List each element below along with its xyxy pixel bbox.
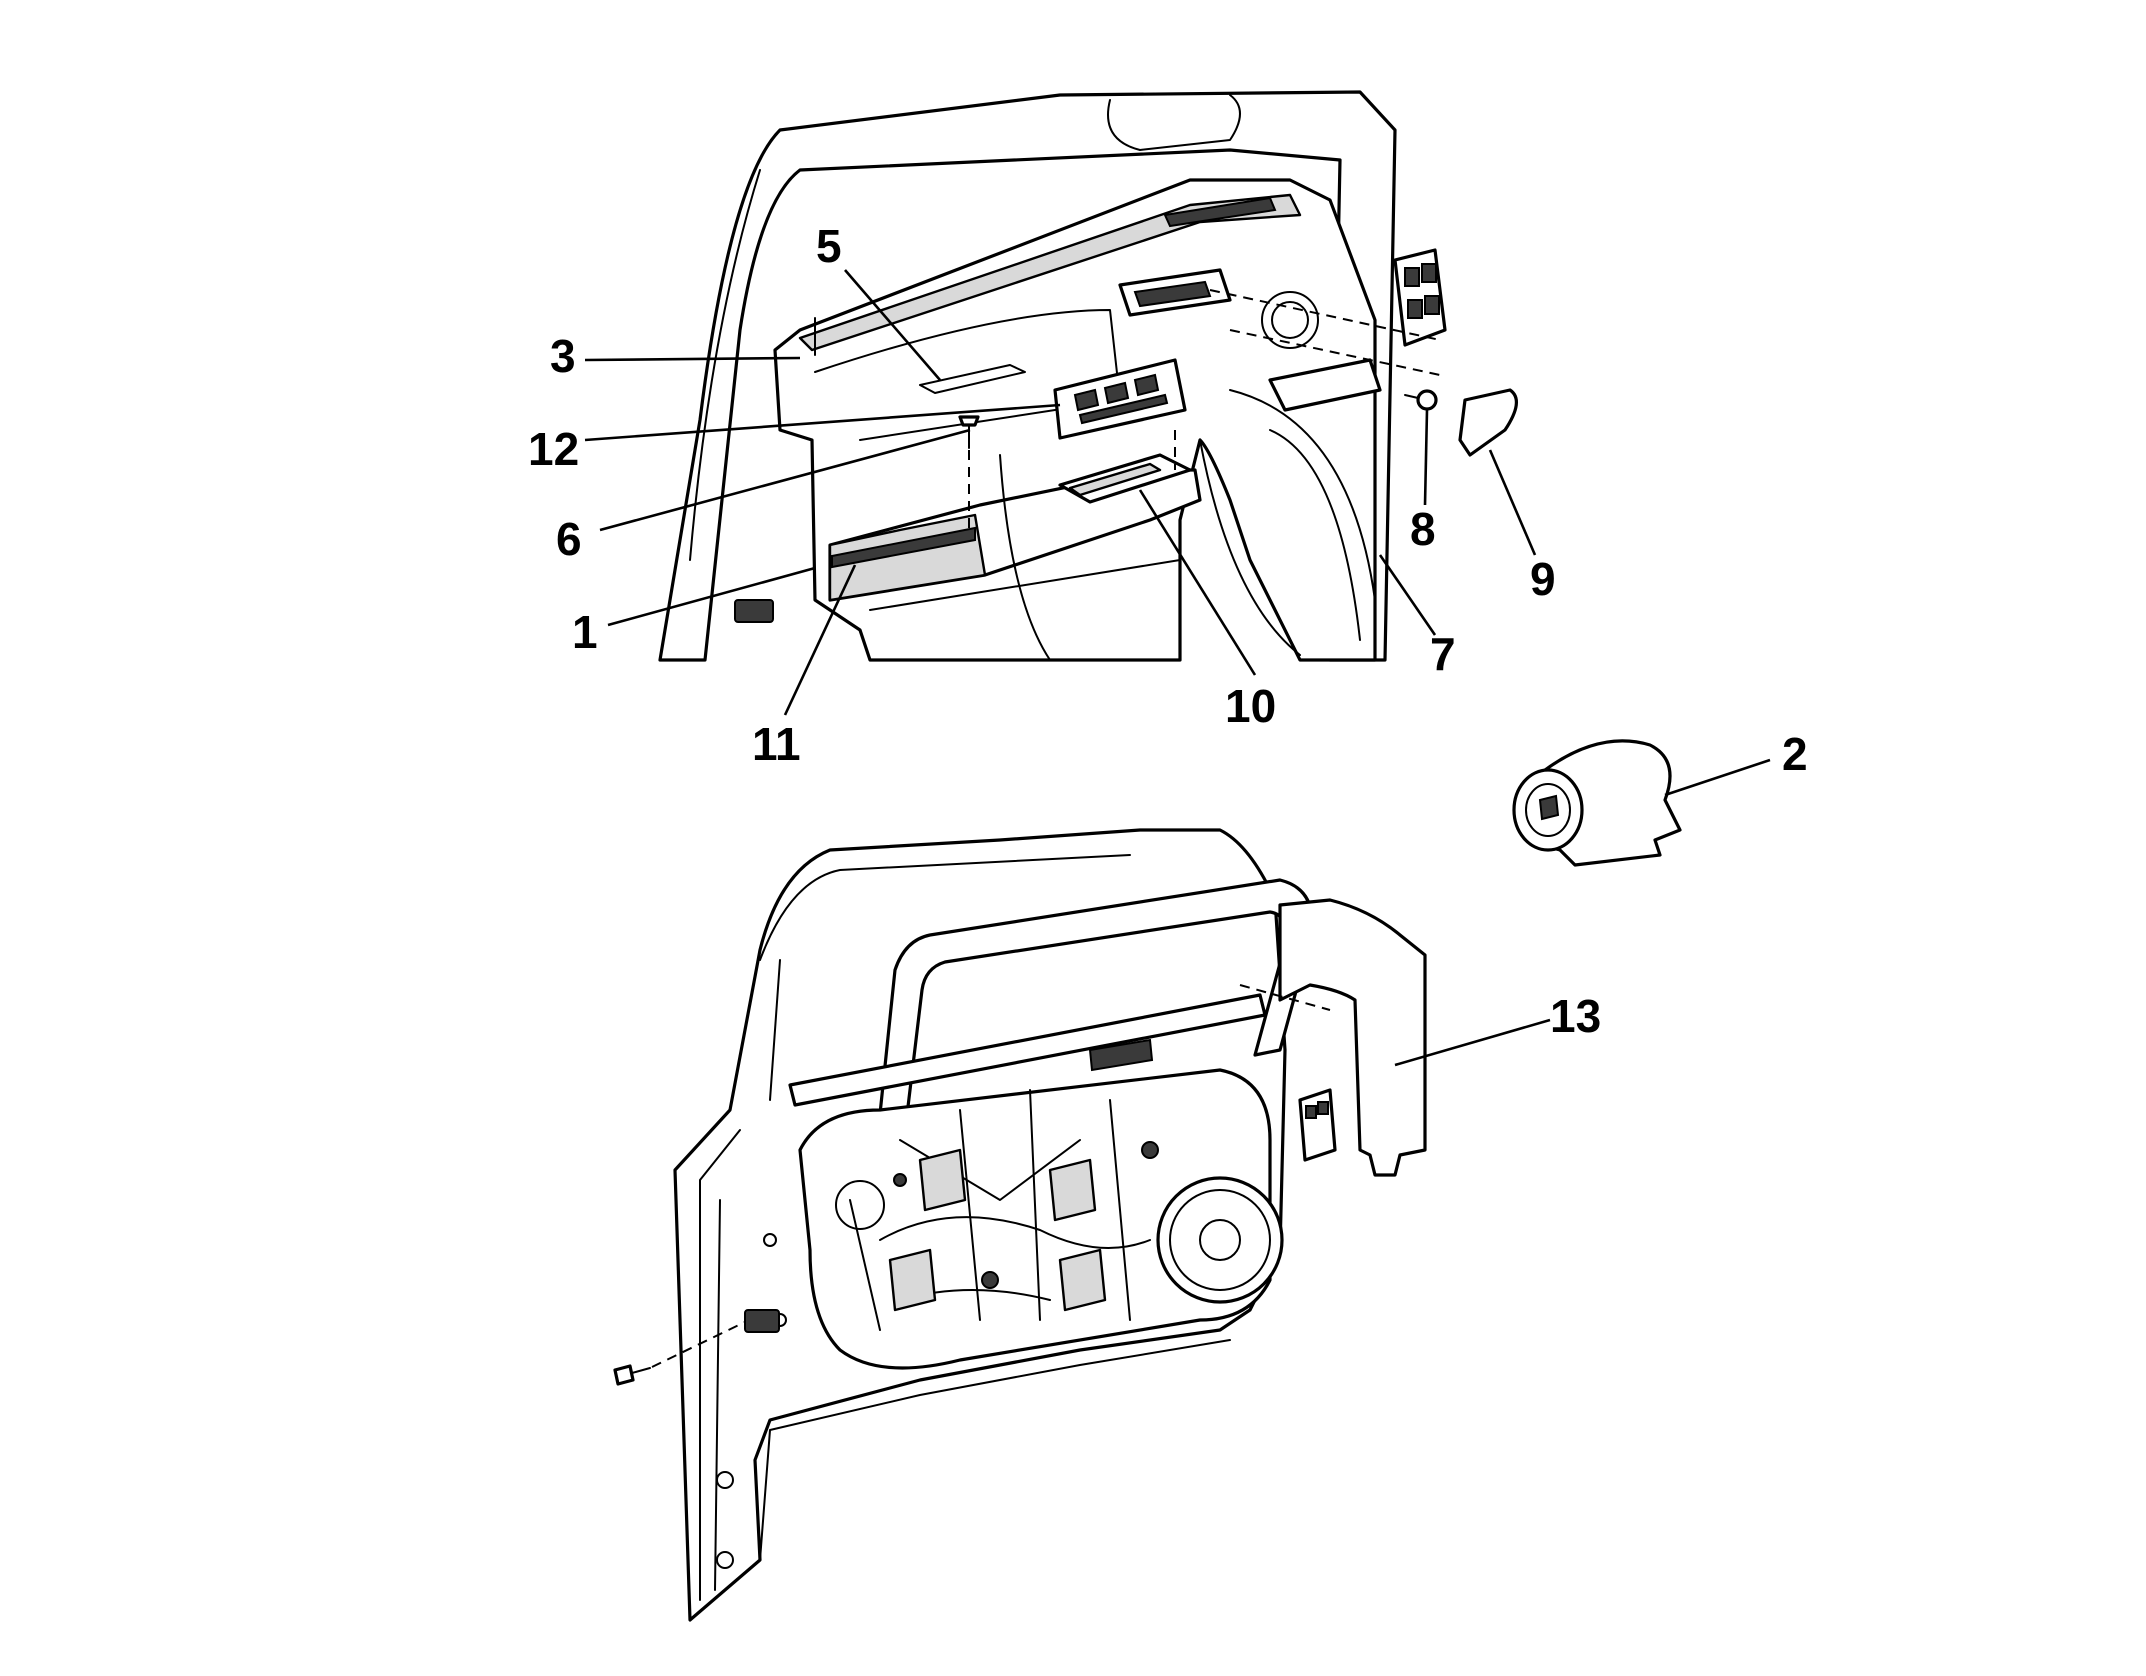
leader-5 [844,269,941,381]
callout-7: 7 [1430,628,1456,680]
leader-11 [783,564,857,716]
leader-3 [584,356,801,362]
speaker-pod-2 [1512,739,1682,867]
water-shield-13 [1278,898,1427,1177]
leader-1 [607,566,816,627]
leader-8 [1423,409,1429,506]
screw-8 [1404,389,1438,411]
mirror-switch-bracket [1393,248,1447,347]
callout-9: 9 [1530,553,1556,605]
leader-13 [1394,1018,1551,1067]
callout-labels: 1 2 3 5 6 7 8 9 10 11 12 13 [528,220,1808,1042]
callout-13: 13 [1550,990,1601,1042]
door-speaker [1156,1176,1284,1304]
leader-7 [1378,554,1437,636]
callout-11: 11 [752,718,801,770]
callout-12: 12 [528,423,579,475]
window-switch-bezel [1053,358,1187,440]
callout-5: 5 [816,220,842,272]
armrest-bin [1058,453,1192,504]
leader-2 [1664,758,1771,797]
leader-10 [1138,489,1257,676]
leader-12 [584,403,1061,442]
door-frame-upper [658,90,1397,662]
window-frame-tube [868,878,1314,1217]
switch-cover-9 [1458,388,1518,457]
callout-8: 8 [1410,503,1436,555]
callout-1: 1 [572,606,598,658]
leader-lines [584,269,1771,1067]
door-inner-shell [673,828,1337,1622]
callout-10: 10 [1225,680,1276,732]
screw-6 [958,415,980,530]
lower-screw [613,1321,746,1386]
leader-9 [1488,449,1537,556]
callout-2: 2 [1782,728,1808,780]
callout-6: 6 [556,513,582,565]
leader-6 [599,428,971,532]
callout-3: 3 [550,330,576,382]
door-trim-panel-assembly [658,90,1397,662]
trim-clip-strip [919,364,1026,394]
